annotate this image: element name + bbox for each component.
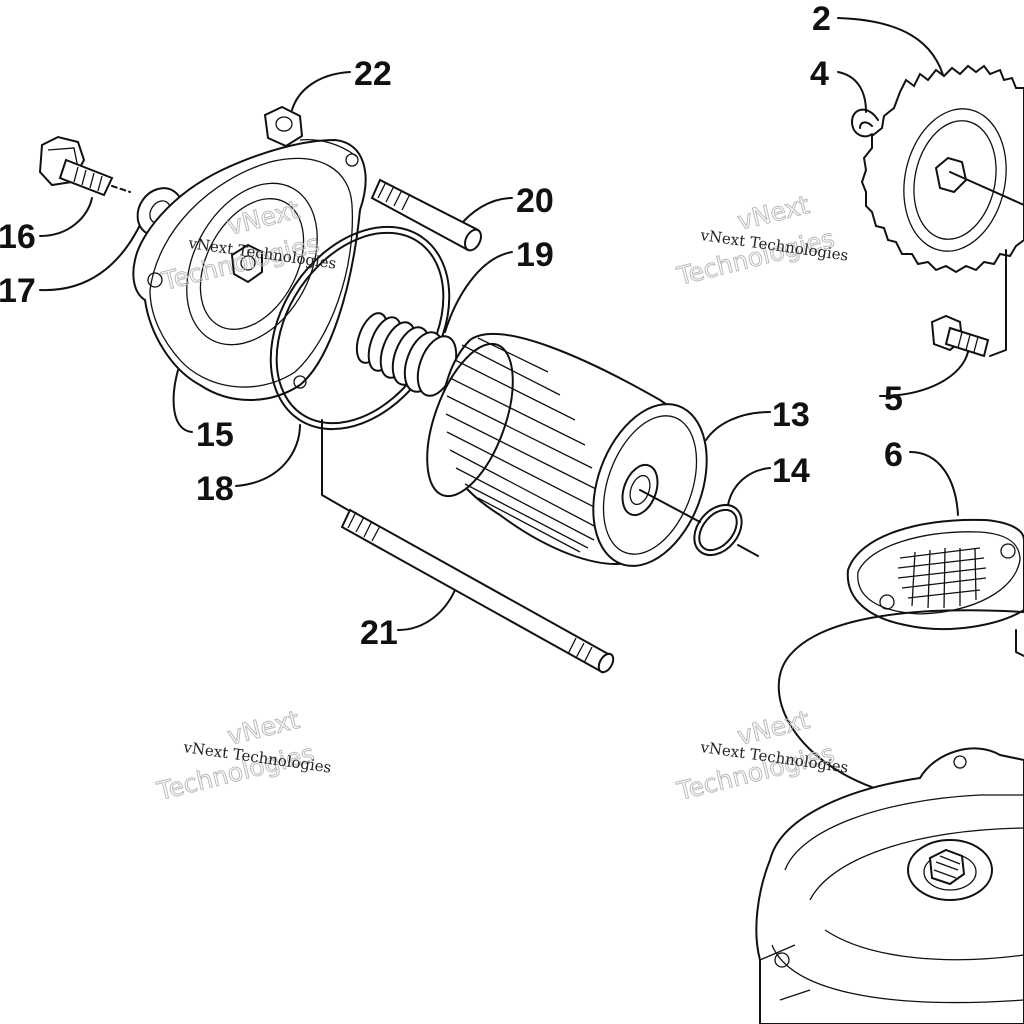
callout-21: 21 <box>360 614 398 652</box>
callout-5: 5 <box>884 380 903 418</box>
leader-2 <box>837 17 946 83</box>
leader-19 <box>444 251 513 333</box>
callout-6: 6 <box>884 436 903 474</box>
housing-cover-15-part <box>132 138 367 401</box>
leader-6 <box>909 451 959 516</box>
leader-5 <box>879 351 969 397</box>
callout-15: 15 <box>196 416 234 454</box>
callout-18: 18 <box>196 470 234 508</box>
pump-body-part <box>755 747 1024 1024</box>
bolt-16-part <box>38 135 131 197</box>
leader-18 <box>235 424 301 487</box>
gear-2-part <box>860 64 1024 357</box>
callout-2: 2 <box>812 0 831 38</box>
watermark-bottom-right: vNext Technologies vNext Technologies <box>673 704 850 806</box>
nut-22-part <box>263 105 304 148</box>
stud-21-part <box>321 419 615 674</box>
callout-20: 20 <box>516 182 554 220</box>
clip-4-part <box>851 108 879 138</box>
watermark-top-right: vNext Technologies vNext Technologies <box>673 189 850 291</box>
leader-lines <box>39 17 969 631</box>
callout-numbers: 2 4 22 20 19 16 17 5 13 14 6 15 18 21 <box>0 0 903 652</box>
leader-15 <box>172 369 193 433</box>
callout-17: 17 <box>0 272 36 310</box>
leader-14 <box>727 467 771 506</box>
leader-4 <box>837 71 867 113</box>
callout-4: 4 <box>810 55 829 93</box>
leader-22 <box>291 71 351 111</box>
callout-14: 14 <box>772 452 810 490</box>
callout-13: 13 <box>772 396 810 434</box>
leader-16 <box>39 197 93 237</box>
o-ring-14-part <box>693 503 759 557</box>
leader-21 <box>397 589 456 631</box>
watermark-word-1: vNext <box>734 190 812 236</box>
strainer-6-part <box>846 518 1024 657</box>
callout-19: 19 <box>516 236 554 274</box>
filter-element-13-part <box>426 332 708 567</box>
leader-17 <box>39 224 141 292</box>
watermark-bottom-left: vNext Technologies vNext Technologies <box>153 704 333 806</box>
leader-13 <box>705 411 771 441</box>
callout-16: 16 <box>0 218 36 256</box>
bolt-5-part <box>930 314 990 358</box>
callout-22: 22 <box>354 55 392 93</box>
